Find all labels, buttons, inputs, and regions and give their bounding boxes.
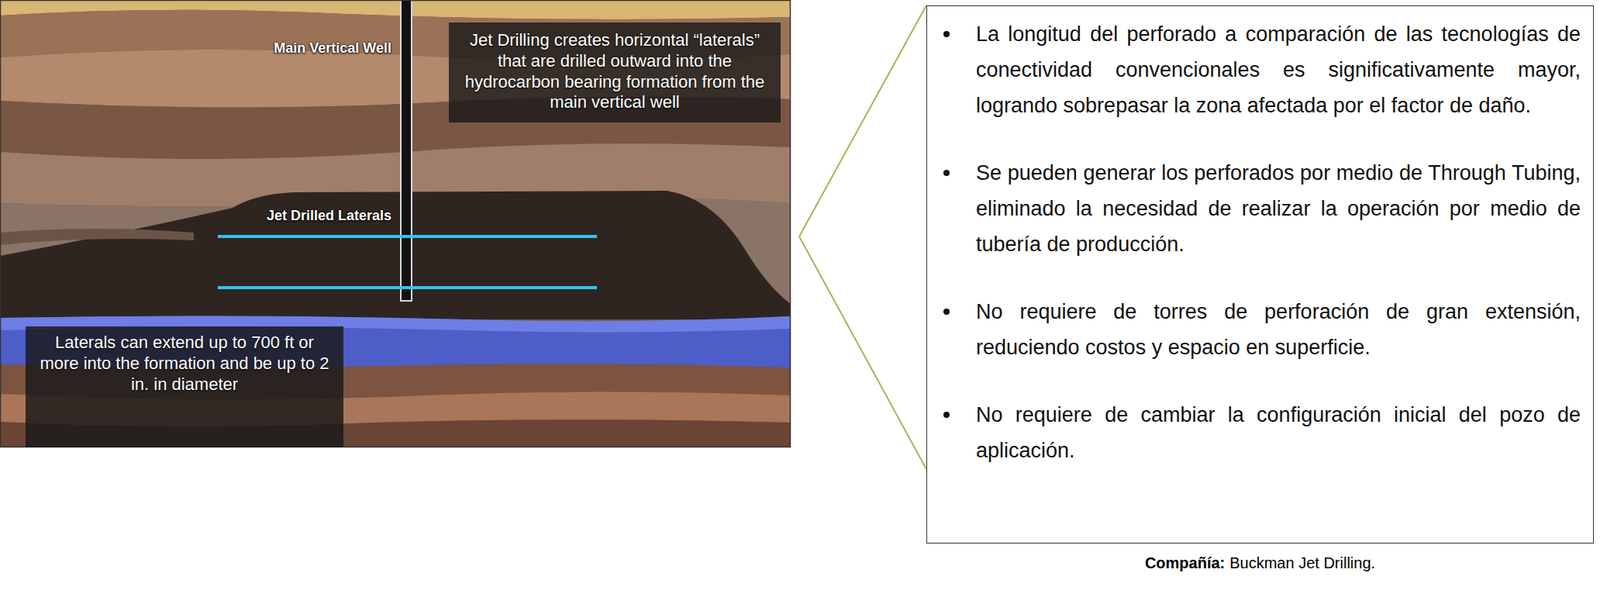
callout-text: Jet Drilling creates horizontal “lateral… [459,30,770,114]
bullet-dot [943,308,950,315]
bullet-text: La longitud del perforado a comparación … [975,16,1581,124]
callout-box: Laterals can extend up to 700 ft or more… [25,326,344,448]
text-row: Laterals can extend up to 700 ft or more… [34,332,335,395]
image-frame [0,0,791,448]
callout-box: Jet Drilling creates horizontal “lateral… [448,22,781,123]
bullet-text: No requiere de torres de perforación de … [975,293,1581,366]
text-row: No requiere de cambiar la configuración … [975,396,1581,469]
bullet-text: Se pueden generar los perforados por med… [975,155,1581,263]
part-label: Jet Drilled Laterals [224,207,392,225]
vertical-well [400,0,412,301]
reservoir-mound [0,190,791,320]
rock-ground [0,0,791,448]
text-row: Se pueden generar los perforados por med… [975,155,1581,263]
bullet-dot [943,411,950,418]
text-row: La longitud del perforado a comparación … [975,16,1581,124]
caption-row: Compañía:Buckman Jet Drilling. [926,554,1594,573]
part-label: Main Vertical Well [224,40,392,57]
callout-line [799,236,927,469]
caption-value: Buckman Jet Drilling. [1229,554,1376,572]
text-row: Jet Drilling creates horizontal “lateral… [459,30,770,114]
lateral-line [217,286,597,290]
text-row: No requiere de torres de perforación de … [975,293,1581,366]
caption-key: Compañía: [1144,554,1225,572]
rock-layer [0,228,194,245]
lateral-line [217,234,597,238]
bullet-text: No requiere de cambiar la configuración … [975,396,1581,469]
callout-line [799,5,927,237]
bullet-list-box: La longitud del perforado a comparación … [926,5,1594,544]
bullet-dot [943,31,950,38]
callout-text: Laterals can extend up to 700 ft or more… [34,332,335,395]
bullet-dot [943,169,950,176]
